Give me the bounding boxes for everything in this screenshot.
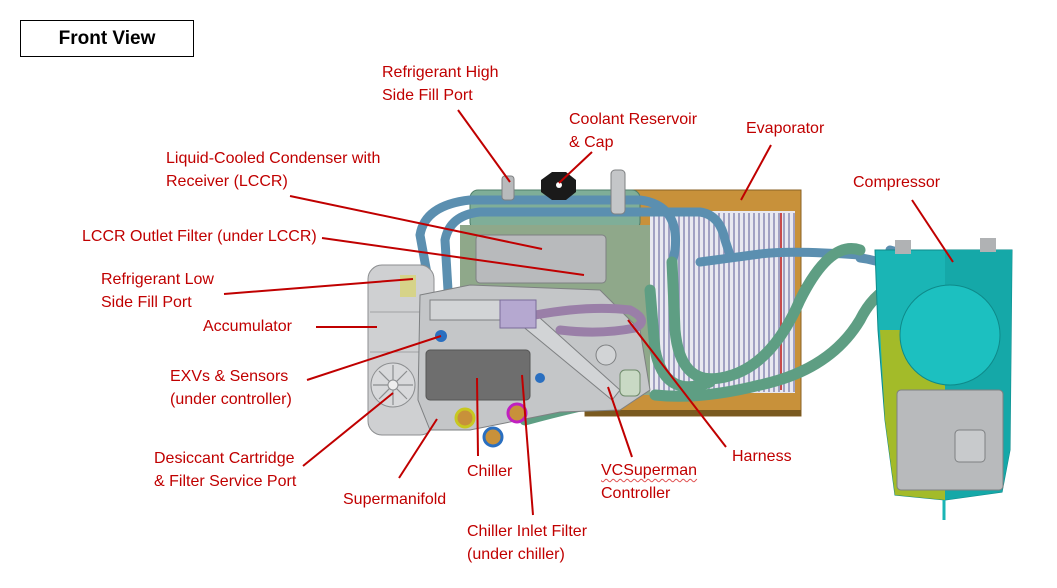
top-fittings-illustration: [501, 169, 626, 215]
supermanifold-illustration: [417, 234, 651, 431]
label-lccr-outlet-filter: LCCR Outlet Filter (under LCCR): [82, 228, 317, 245]
label-refrigerant-high-side-fill-port: Refrigerant High Side Fill Port: [382, 64, 499, 104]
label-desiccant-cartridge: Desiccant Cartridge & Filter Service Por…: [154, 450, 297, 490]
leader-harness: [627, 319, 727, 448]
label-supermanifold: Supermanifold: [343, 491, 447, 508]
label-chiller-inlet-filter: Chiller Inlet Filter (under chiller): [467, 523, 588, 563]
leader-lines: [223, 109, 954, 516]
leader-desiccant: [302, 392, 394, 467]
leader-high-side-fill-port: [457, 109, 511, 183]
compressor-illustration: [874, 238, 1013, 520]
leader-vcsuperman: [607, 386, 633, 458]
label-liquid-cooled-condenser: Liquid-Cooled Condenser with Receiver (L…: [166, 150, 381, 190]
leader-lccr: [289, 195, 543, 250]
harness-illustration: [530, 303, 646, 337]
leader-low-side-fill-port: [223, 278, 414, 295]
leader-chiller: [476, 377, 479, 457]
leader-compressor: [911, 199, 954, 263]
leader-coolant-reservoir: [558, 151, 593, 184]
label-compressor: Compressor: [853, 174, 941, 191]
chiller-ports-illustration: [454, 402, 528, 448]
label-coolant-reservoir-cap: Coolant Reservoir & Cap: [569, 111, 698, 151]
leader-lccr-outlet-filter: [321, 237, 585, 276]
harness-connector-illustration: [499, 299, 537, 329]
leader-chiller-inlet-filter: [521, 374, 534, 516]
label-harness: Harness: [732, 448, 792, 465]
label-chiller: Chiller: [467, 463, 513, 480]
leader-exvs: [306, 335, 442, 381]
leader-supermanifold: [398, 418, 438, 479]
label-evaporator: Evaporator: [746, 120, 825, 137]
leader-evaporator: [740, 144, 772, 201]
view-title: Front View: [20, 20, 194, 57]
label-accumulator: Accumulator: [203, 318, 292, 335]
label-vcsuperman-controller: VCSuperman Controller: [601, 462, 698, 502]
label-refrigerant-low-side-fill-port: Refrigerant Low Side Fill Port: [101, 271, 214, 311]
label-exvs-sensors: EXVs & Sensors (under controller): [170, 368, 292, 408]
